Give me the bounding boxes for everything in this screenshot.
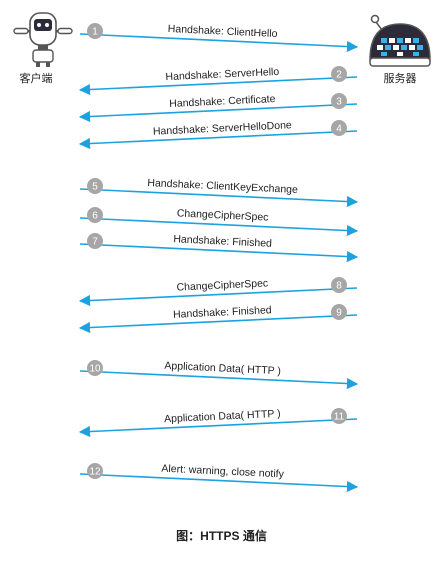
step-number: 12: [89, 467, 101, 478]
client-robot-icon: [13, 12, 73, 67]
step-badge: [331, 66, 347, 82]
step-number: 9: [336, 308, 342, 319]
message-arrow: [78, 103, 358, 123]
server-robot-icon: [369, 14, 431, 67]
message-arrow: [79, 243, 359, 263]
message-label: ChangeCipherSpec: [177, 207, 269, 223]
step-badge: [87, 360, 103, 376]
step-number: 3: [336, 97, 342, 108]
message-1: 1 Handshake: ClientHello: [79, 23, 359, 53]
message-arrow: [79, 33, 359, 53]
message-arrow: [79, 473, 359, 493]
step-badge: [331, 277, 347, 293]
message-10: 10 Application Data( HTTP ): [79, 360, 359, 390]
step-number: 4: [336, 124, 342, 135]
message-label: Alert: warning, close notify: [161, 463, 285, 481]
server-label: 服务器: [383, 73, 417, 85]
step-badge: [87, 23, 103, 39]
step-badge: [87, 178, 103, 194]
step-number: 11: [334, 412, 345, 423]
message-3: 3 Handshake: Certificate: [78, 93, 358, 123]
step-badge: [331, 93, 347, 109]
step-badge: [331, 408, 347, 424]
step-badge: [331, 304, 347, 320]
step-number: 2: [336, 70, 342, 81]
message-label: Handshake: Finished: [173, 304, 272, 321]
step-badge: [87, 233, 103, 249]
message-7: 7 Handshake: Finished: [79, 233, 359, 263]
figure-caption: 图：HTTPS 通信: [176, 529, 267, 543]
message-11: 11 Application Data( HTTP ): [78, 408, 358, 438]
client-label: 客户端: [19, 73, 53, 85]
message-label: Handshake: ServerHello: [165, 66, 279, 83]
step-badge: [87, 207, 103, 223]
message-label: Handshake: Certificate: [169, 93, 276, 110]
message-label: Application Data( HTTP ): [164, 408, 281, 425]
step-number: 1: [92, 27, 98, 38]
message-12: 12 Alert: warning, close notify: [79, 463, 359, 493]
message-8: 8 ChangeCipherSpec: [78, 277, 358, 307]
step-number: 6: [92, 211, 98, 222]
message-arrow: [78, 314, 358, 334]
message-arrow: [78, 287, 358, 307]
messages-layer: 1 Handshake: ClientHello 2 Handshake: Serve…: [78, 23, 359, 493]
message-arrow: [79, 217, 359, 237]
message-9: 9 Handshake: Finished: [78, 304, 358, 334]
message-arrow: [79, 370, 359, 390]
step-number: 8: [336, 281, 342, 292]
message-arrow: [79, 188, 359, 208]
step-badge: [87, 463, 103, 479]
message-label: Handshake: ClientHello: [168, 23, 278, 40]
message-label: ChangeCipherSpec: [176, 277, 268, 293]
message-arrow: [78, 130, 358, 150]
message-arrow: [78, 76, 358, 96]
step-number: 10: [89, 364, 101, 375]
message-label: Application Data( HTTP ): [164, 360, 281, 377]
message-6: 6 ChangeCipherSpec: [79, 207, 359, 237]
step-number: 7: [92, 237, 98, 248]
message-label: Handshake: Finished: [173, 233, 272, 250]
message-2: 2 Handshake: ServerHello: [78, 66, 358, 96]
message-arrow: [78, 418, 358, 438]
step-badge: [331, 120, 347, 136]
step-number: 5: [92, 182, 98, 193]
